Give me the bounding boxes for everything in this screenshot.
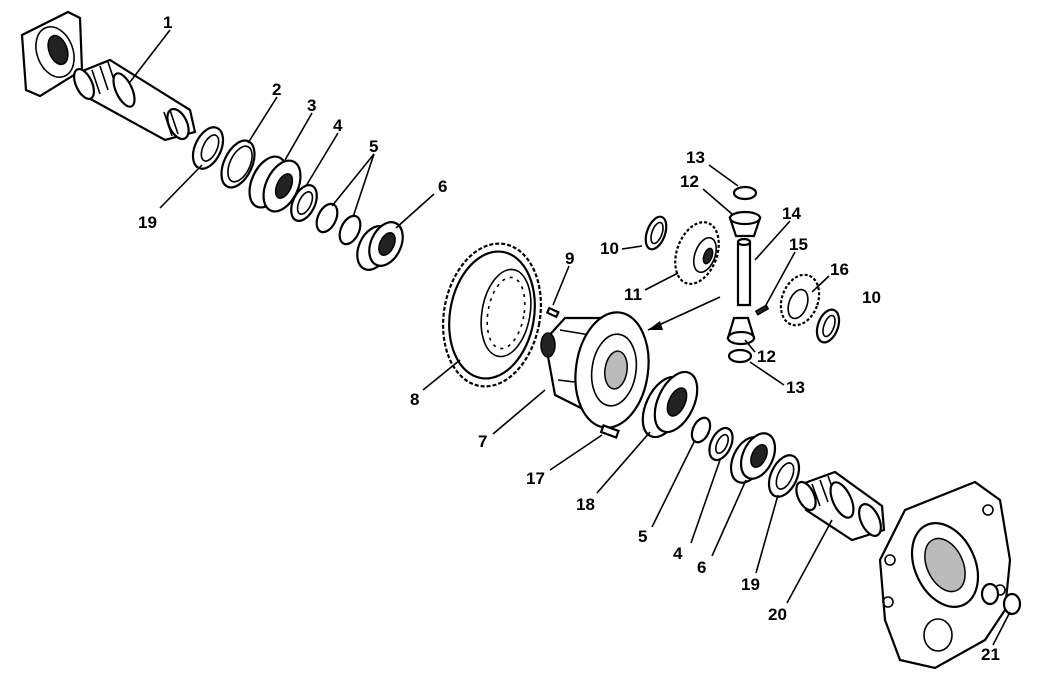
callout-13: 13 (686, 148, 705, 167)
callout-13: 13 (786, 378, 805, 397)
part-14-cross-shaft (736, 237, 752, 307)
callout-19: 19 (138, 213, 157, 232)
callout-6: 6 (697, 558, 706, 577)
part-10-washer-left (644, 215, 668, 251)
callout-8: 8 (410, 390, 419, 409)
part-3-bearing (248, 155, 302, 213)
callout-11: 11 (624, 285, 642, 304)
part-12-pinion-upper (728, 210, 762, 238)
part-12-pinion-lower (726, 316, 756, 346)
part-5-snap-ring-lower (690, 416, 712, 444)
callout-7: 7 (478, 432, 487, 451)
part-8-ring-gear (442, 242, 542, 388)
part-13-washer-upper (732, 185, 758, 201)
callout-labels: 1 2 3 4 5 6 19 13 12 14 15 16 10 10 11 9… (138, 13, 1000, 664)
callout-15: 15 (789, 235, 808, 254)
part-4-ring-upper (290, 184, 318, 222)
part-21-plug (980, 582, 1022, 616)
callout-19: 19 (741, 575, 760, 594)
part-5-snap-rings-upper (315, 202, 362, 246)
callout-10: 10 (862, 288, 881, 307)
callout-5: 5 (638, 527, 647, 546)
part-housing-right (878, 480, 1012, 670)
part-7-diff-case (540, 311, 650, 429)
callout-16: 16 (830, 260, 849, 279)
part-11-side-gear-left (674, 221, 720, 285)
part-15-roll-pin (754, 304, 770, 316)
callout-1: 1 (163, 13, 172, 32)
part-10-washer-right (815, 308, 841, 344)
callout-4: 4 (333, 116, 343, 135)
part-16-side-gear-right (779, 273, 821, 327)
callout-12: 12 (680, 172, 699, 191)
part-4-ring-lower (708, 426, 734, 462)
part-6-bearing-lower (729, 432, 777, 484)
part-9-pin (545, 306, 560, 319)
part-20-right-shaft (795, 470, 886, 542)
leader-lines (129, 29, 1011, 646)
part-left-shaft (72, 58, 197, 142)
part-17-bolt (599, 424, 620, 439)
callout-2: 2 (272, 80, 281, 99)
callout-5: 5 (369, 137, 378, 156)
callout-21: 21 (981, 645, 1000, 664)
callout-18: 18 (576, 495, 595, 514)
callout-14: 14 (782, 204, 801, 223)
part-flange-left (20, 10, 84, 98)
callout-4: 4 (673, 544, 683, 563)
part-19-seal-lower (767, 454, 801, 498)
callout-20: 20 (768, 605, 787, 624)
callout-10: 10 (600, 239, 619, 258)
callout-9: 9 (565, 249, 574, 268)
part-6-bearing-upper (356, 221, 404, 271)
callout-17: 17 (526, 469, 545, 488)
callout-3: 3 (307, 96, 316, 115)
callout-12: 12 (757, 347, 776, 366)
callout-6: 6 (438, 177, 447, 196)
part-18-bearing (641, 370, 699, 439)
part-13-washer-lower (727, 348, 753, 364)
